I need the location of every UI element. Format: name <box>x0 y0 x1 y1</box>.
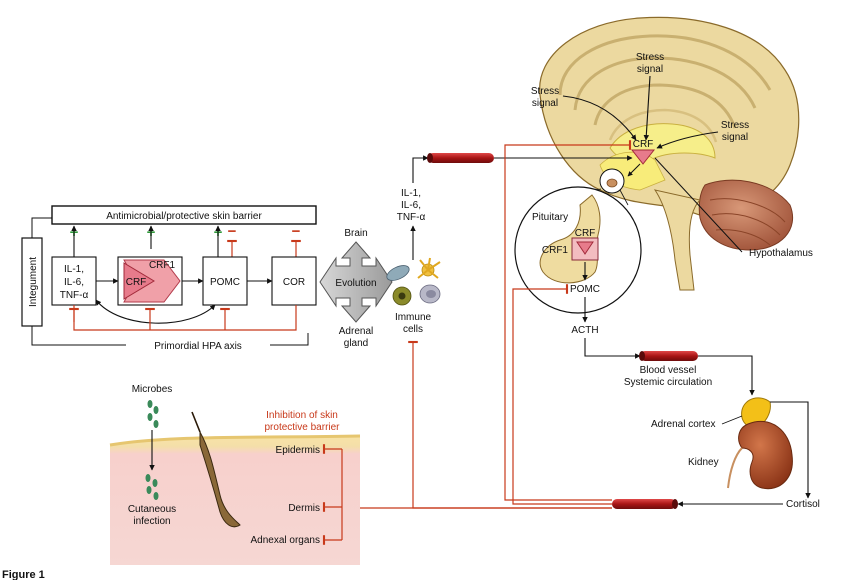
pituitary-pomc-label: POMC <box>570 284 600 295</box>
stress-signal-right-1: Stress <box>721 120 749 131</box>
stress-signal-left-2: signal <box>532 98 558 109</box>
infection-label-1: Cutaneous <box>128 504 176 515</box>
cytokine-il1: IL-1, <box>64 264 84 275</box>
pituitary-zoom: Pituitary CRF CRF1 POMC ACTH <box>514 186 642 359</box>
immune-cytokine-1: IL-1, <box>401 188 421 199</box>
hair-follicle <box>199 430 241 528</box>
adrenal-kidney-group: Adrenal cortex Kidney Cortisol <box>651 397 820 510</box>
circulation-label-1: Blood vessel <box>640 365 697 376</box>
crf-ligand-shape <box>123 262 155 300</box>
vessel-bottom <box>612 499 676 509</box>
pomc-label-left: POMC <box>210 277 240 288</box>
pituitary-gland-shape <box>539 194 601 284</box>
stress-signal-top-1: Stress <box>636 52 664 63</box>
barrier-box <box>51 205 317 225</box>
skin-block <box>110 436 360 565</box>
immune-label-2: cells <box>403 324 423 335</box>
epidermis-label: Epidermis <box>276 445 320 456</box>
blood-vessels: Blood vessel Systemic circulation <box>427 153 755 509</box>
microbes-icon <box>147 400 159 428</box>
adnexal-label: Adnexal organs <box>251 535 321 546</box>
evolution-label: Evolution <box>335 278 376 289</box>
hypothalamus-crf-label: CRF <box>633 139 654 150</box>
crf1-label-left: CRF1 <box>149 260 176 271</box>
inhibition-label-1: Inhibition of skin <box>266 410 338 421</box>
cytokine-il6: IL-6, <box>64 277 84 288</box>
immune-cell-lymphocyte <box>386 265 410 281</box>
stress-signal-right-2: signal <box>722 132 748 143</box>
pituitary-label: Pituitary <box>532 212 568 223</box>
barrier-label: Antimicrobial/protective skin barrier <box>106 211 262 222</box>
cytokines-box <box>51 256 97 306</box>
infection-label-2: infection <box>133 516 170 527</box>
pituitary-crf-label: CRF <box>575 228 596 239</box>
hypothalamus-crf-shape <box>630 149 656 165</box>
acth-label: ACTH <box>571 325 598 336</box>
cortisol-label: Cortisol <box>786 499 820 510</box>
primordial-hpa-panel: Integument Antimicrobial/protective skin… <box>21 205 317 352</box>
evolution-arrow-shape <box>319 241 393 323</box>
kidney-label: Kidney <box>688 457 719 468</box>
hypothalamus-label: Hypothalamus <box>749 248 813 259</box>
cor-label: COR <box>283 277 305 288</box>
minus-sign-1: − <box>228 223 237 240</box>
cor-box <box>271 256 317 306</box>
hpa-axis-label: Primordial HPA axis <box>154 341 242 352</box>
adrenal-cortex-shape <box>741 397 771 429</box>
inhibition-label-2: protective barrier <box>264 422 340 433</box>
hair-shaft <box>191 411 201 433</box>
minus-sign-2: − <box>292 223 301 240</box>
immune-cells-group: Immune cells IL-1, IL-6, TNF-α <box>386 155 441 335</box>
circulation-label-2: Systemic circulation <box>624 377 712 388</box>
brainstem <box>653 189 701 291</box>
infection-microbes-icon <box>145 474 159 500</box>
stress-signal-top-2: signal <box>637 64 663 75</box>
evolution-arrow-group: Evolution Brain Adrenal gland <box>319 228 393 349</box>
crf-label-left: CRF <box>126 277 147 288</box>
evolution-brain-label: Brain <box>344 228 367 239</box>
immune-cell-dendritic <box>417 257 441 279</box>
immune-label-1: Immune <box>395 312 432 323</box>
integument-label: Integument <box>28 257 39 307</box>
pituitary-crf1-label: CRF1 <box>542 245 569 256</box>
figure-caption: Figure 1 <box>2 569 45 580</box>
microbes-label: Microbes <box>132 384 173 395</box>
dermis-label: Dermis <box>288 503 320 514</box>
immune-cytokine-2: IL-6, <box>401 200 421 211</box>
immune-cytokine-3: TNF-α <box>397 212 426 223</box>
brain-illustration: CRF Stress signal Stress signal Stress s… <box>531 16 813 291</box>
skin-section: Microbes Cutaneous infection Inhibition … <box>109 384 361 565</box>
cerebellum <box>698 179 794 251</box>
cytokine-tnf: TNF-α <box>60 290 89 301</box>
vessel-top <box>428 153 494 163</box>
kidney-shape <box>738 420 793 490</box>
evolution-adrenal-label-2: gland <box>344 338 368 349</box>
evolution-adrenal-label-1: Adrenal <box>339 326 373 337</box>
pomc-box-left <box>202 256 248 306</box>
pituitary-crf-shape <box>576 241 594 255</box>
cortisol-feedback-lines <box>328 140 632 513</box>
stress-signal-left-1: Stress <box>531 86 559 97</box>
adrenal-cortex-label: Adrenal cortex <box>651 419 715 430</box>
vessel-systemic <box>640 351 698 361</box>
